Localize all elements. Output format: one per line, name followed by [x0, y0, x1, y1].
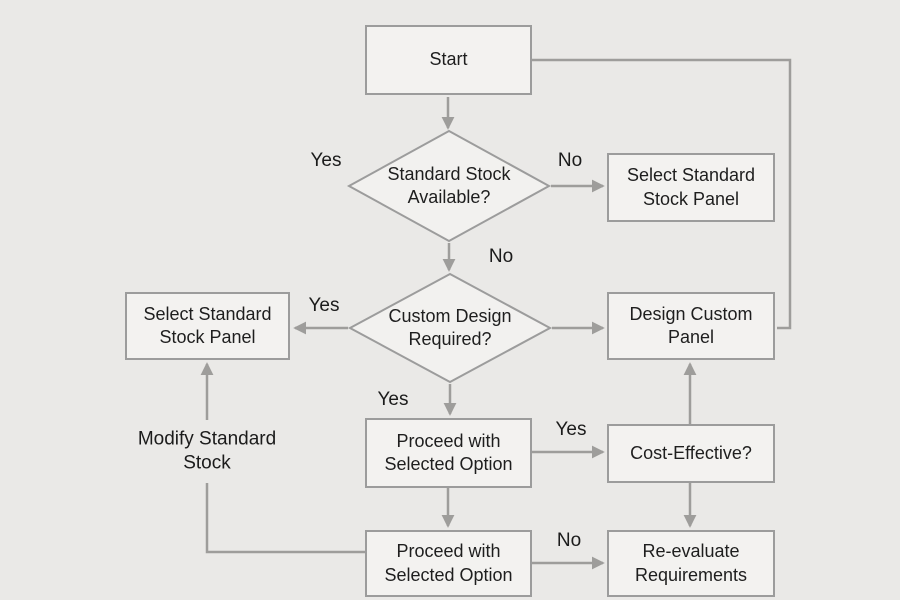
- node-select-standard-stock-panel-right-label: Select Standard Stock Panel: [626, 165, 756, 209]
- decision-custom-design-text: Custom Design Required?: [388, 305, 512, 349]
- edge-label-cost-effective-yes: Yes: [555, 419, 587, 440]
- node-select-standard-stock-panel-left-label: Select Standard Stock Panel: [143, 303, 272, 347]
- node-start: Start: [365, 25, 532, 95]
- edge-start-to-design-custom: [532, 58, 792, 330]
- decision-diamond-standard-stock: [346, 129, 552, 243]
- decision-standard-stock-text: Standard Stock Available?: [387, 163, 511, 207]
- decision-custom-design-label: Custom Design Required?: [358, 294, 542, 362]
- node-re-evaluate-requirements: Re-evaluate Requirements: [607, 530, 775, 597]
- node-proceed-with-selected-option-bottom: Proceed with Selected Option: [365, 530, 532, 597]
- node-design-custom-panel: Design Custom Panel: [607, 292, 775, 360]
- edge-label-custom-design-yes-down: Yes: [377, 389, 409, 410]
- decision-diamond-custom-design: [347, 272, 553, 384]
- node-proceed-with-selected-option-bottom-label: Proceed with Selected Option: [384, 541, 513, 585]
- node-select-standard-stock-panel-right: Select Standard Stock Panel: [607, 153, 775, 222]
- node-cost-effective-label: Cost-Effective?: [630, 442, 752, 463]
- node-cost-effective: Cost-Effective?: [607, 424, 775, 483]
- node-select-standard-stock-panel-left: Select Standard Stock Panel: [125, 292, 290, 360]
- edge-label-cost-effective-no: No: [556, 530, 582, 551]
- decision-standard-stock-label: Standard Stock Available?: [357, 152, 541, 220]
- edge-proceed-bottom-to-modify-lower: [205, 483, 365, 554]
- node-proceed-with-selected-option-mid-label: Proceed with Selected Option: [384, 430, 513, 474]
- node-start-label: Start: [429, 49, 468, 70]
- node-design-custom-panel-label: Design Custom Panel: [629, 303, 753, 347]
- edge-label-standard-stock-no: No: [557, 150, 583, 171]
- node-proceed-with-selected-option-mid: Proceed with Selected Option: [365, 418, 532, 488]
- edge-label-standard-stock-yes: Yes: [310, 150, 342, 171]
- node-re-evaluate-requirements-label: Re-evaluate Requirements: [634, 541, 748, 585]
- edge-label-modify-standard-stock: Modify Standard Stock: [137, 428, 277, 473]
- edge-label-custom-design-yes-left: Yes: [308, 295, 340, 316]
- edge-label-to-custom-design-no: No: [488, 246, 514, 267]
